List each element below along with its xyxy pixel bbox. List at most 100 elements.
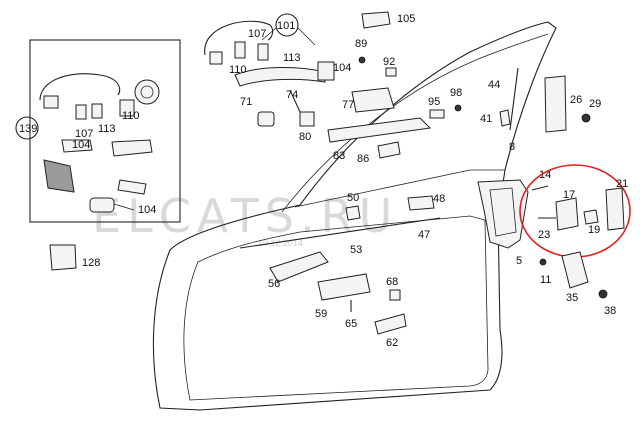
- label-21: 21: [616, 178, 628, 190]
- inset-box: [29, 39, 181, 223]
- bushing-68: [389, 289, 401, 301]
- label-8: 8: [509, 141, 515, 153]
- part-128: [49, 244, 77, 271]
- label-110b: 110: [122, 110, 140, 122]
- clip-98: [454, 104, 462, 112]
- label-56: 56: [268, 278, 280, 290]
- label-23: 23: [538, 229, 550, 241]
- lower-handle-56: [269, 251, 329, 283]
- screw-29: [581, 113, 591, 123]
- label-77: 77: [342, 99, 354, 111]
- part-59: [317, 273, 371, 301]
- callout-circle-139: [15, 116, 39, 140]
- spacer-19: [583, 209, 599, 225]
- label-128: 128: [82, 257, 100, 269]
- label-107b: 107: [75, 128, 93, 140]
- part-48: [407, 195, 435, 211]
- label-5: 5: [516, 255, 522, 267]
- label-50: 50: [347, 192, 359, 204]
- label-101: 101: [277, 20, 295, 32]
- part-86: [377, 141, 401, 159]
- leader-101-a: [261, 27, 277, 41]
- label-92: 92: [383, 56, 395, 68]
- bushing-92: [385, 67, 397, 77]
- inset-lock-body-a: [61, 139, 93, 153]
- label-104c: 104: [138, 204, 156, 216]
- lock-cylinder-top: [317, 61, 335, 81]
- inset-clip: [119, 99, 135, 117]
- label-89: 89: [355, 38, 367, 50]
- label-68: 68: [386, 276, 398, 288]
- label-65: 65: [345, 318, 357, 330]
- inset-lock-cylinder: [134, 79, 160, 105]
- door-window-frame: [281, 33, 549, 213]
- spring-95: [429, 109, 445, 119]
- inset-cylinder: [89, 197, 115, 213]
- inset-bracket: [43, 159, 75, 193]
- label-17: 17: [563, 189, 575, 201]
- part-80-cover: [299, 111, 315, 127]
- screw-38: [598, 289, 608, 299]
- label-104b: 104: [72, 139, 90, 151]
- top-key-b: [257, 43, 269, 61]
- label-38: 38: [604, 305, 616, 317]
- handle-rod: [289, 89, 301, 113]
- label-14: 14: [539, 169, 551, 181]
- label-105: 105: [397, 13, 415, 25]
- top-connector: [209, 51, 223, 65]
- label-86: 86: [357, 153, 369, 165]
- label-110a: 110: [229, 64, 247, 76]
- inset-key-2: [91, 103, 103, 119]
- label-35: 35: [566, 292, 578, 304]
- door-lock-inner: [489, 187, 517, 237]
- label-107a: 107: [248, 28, 266, 40]
- inset-connector: [43, 95, 59, 109]
- striker-17: [555, 197, 579, 231]
- label-41: 41: [480, 113, 492, 125]
- part-105-clip: [361, 11, 391, 29]
- label-83: 83: [333, 150, 345, 162]
- door-window-edge: [294, 169, 505, 208]
- label-11: 11: [540, 274, 551, 286]
- label-113a: 113: [283, 52, 301, 64]
- label-80: 80: [299, 131, 311, 143]
- label-139: 139: [19, 123, 37, 135]
- inset-rod: [117, 179, 147, 195]
- leader-101-b: [297, 27, 316, 46]
- label-48: 48: [433, 193, 445, 205]
- rod-clip-41: [499, 109, 511, 127]
- inner-handle-83: [327, 117, 432, 143]
- inset-cable: [39, 73, 121, 101]
- label-26: 26: [570, 94, 582, 106]
- label-98: 98: [450, 87, 462, 99]
- label-29: 29: [589, 98, 601, 110]
- bracket-35: [561, 251, 589, 289]
- label-59: 59: [315, 308, 327, 320]
- top-cable: [204, 20, 274, 56]
- inset-leader: [113, 203, 135, 211]
- label-113b: 113: [98, 123, 116, 135]
- label-95: 95: [428, 96, 440, 108]
- inset-lock-core: [140, 85, 154, 99]
- label-74: 74: [286, 89, 298, 101]
- inset-key: [75, 104, 87, 120]
- label-71: 71: [240, 96, 252, 108]
- cover-26: [544, 75, 567, 133]
- inner-handle-housing: [351, 87, 395, 113]
- handle-cap: [257, 111, 275, 127]
- label-62: 62: [386, 337, 398, 349]
- label-104a: 104: [333, 62, 351, 74]
- watermark-text: ELCATS.RU: [92, 189, 398, 243]
- label-47: 47: [418, 229, 430, 241]
- rod-44: [509, 67, 519, 131]
- label-19: 19: [588, 224, 600, 236]
- plate-21: [605, 187, 625, 231]
- door-lock-5: [477, 179, 529, 249]
- screw-89: [358, 56, 366, 64]
- top-key-a: [234, 41, 246, 59]
- callout-circle-101: [275, 13, 299, 37]
- rod-47: [239, 217, 441, 249]
- inset-lock-body-b: [111, 139, 153, 157]
